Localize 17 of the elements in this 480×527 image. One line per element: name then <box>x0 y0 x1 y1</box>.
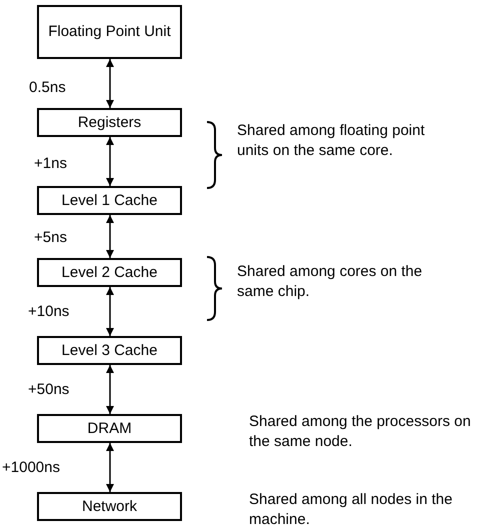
double-arrow <box>106 365 114 414</box>
sharing-note: Shared among the processors on the same node. <box>249 412 472 452</box>
double-arrow <box>106 137 114 186</box>
double-arrow <box>106 59 114 108</box>
memory-level-box: Registers <box>37 108 182 137</box>
memory-level-box: Level 1 Cache <box>37 186 182 215</box>
double-arrow <box>106 443 114 492</box>
memory-level-box: Level 3 Cache <box>37 336 182 365</box>
sharing-note: Shared among all nodes in the machine. <box>249 490 454 527</box>
double-arrow <box>106 215 114 258</box>
memory-level-box: Level 2 Cache <box>37 258 182 287</box>
memory-level-box: DRAM <box>37 414 182 443</box>
sharing-note: Shared among cores on the same chip. <box>237 262 424 302</box>
double-arrow <box>106 287 114 336</box>
sharing-note: Shared among floating point units on the same core. <box>237 121 426 161</box>
memory-level-box: Network <box>37 492 182 521</box>
memory-level-box: Floating Point Unit <box>37 5 182 59</box>
